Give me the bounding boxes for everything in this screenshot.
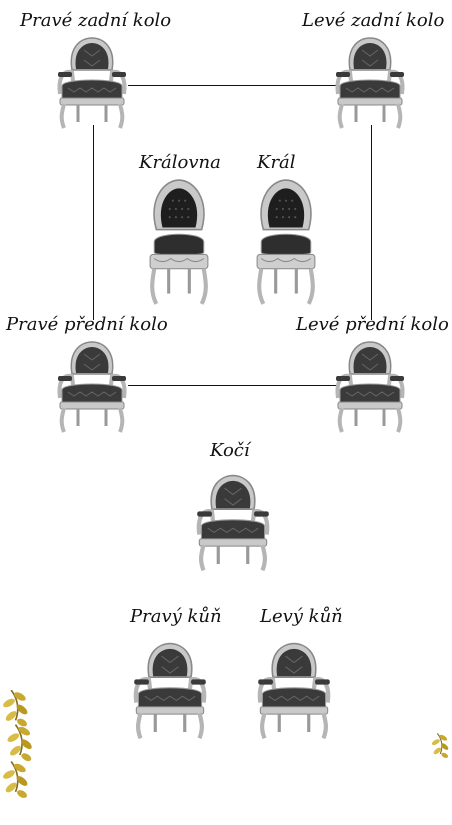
- label-king: Král: [257, 152, 296, 173]
- leaf-ornament-icon-right: [430, 732, 451, 760]
- throne-king: [252, 178, 320, 308]
- line-rear-axle: [128, 85, 338, 86]
- chair-front-right: [56, 340, 128, 434]
- label-front-left: Levé přední kolo: [296, 314, 449, 335]
- chair-right-horse: [130, 634, 210, 750]
- chair-coachman: [193, 466, 273, 582]
- label-rear-left: Levé zadní kolo: [302, 10, 445, 31]
- line-front-axle: [128, 385, 338, 386]
- chair-rear-left: [334, 36, 406, 130]
- label-rear-right: Pravé zadní kolo: [20, 10, 172, 31]
- chair-rear-right: [56, 36, 128, 130]
- chair-front-left: [334, 340, 406, 434]
- label-front-right: Pravé přední kolo: [6, 314, 168, 335]
- leaf-ornament-icon-left: [0, 690, 35, 801]
- throne-queen: [145, 178, 213, 308]
- label-queen: Královna: [139, 152, 221, 173]
- label-left-horse: Levý kůň: [260, 606, 343, 627]
- label-coachman: Kočí: [210, 440, 250, 461]
- line-right-side: [93, 125, 94, 320]
- line-left-side: [371, 125, 372, 320]
- chair-left-horse: [254, 634, 334, 750]
- label-right-horse: Pravý kůň: [130, 606, 222, 627]
